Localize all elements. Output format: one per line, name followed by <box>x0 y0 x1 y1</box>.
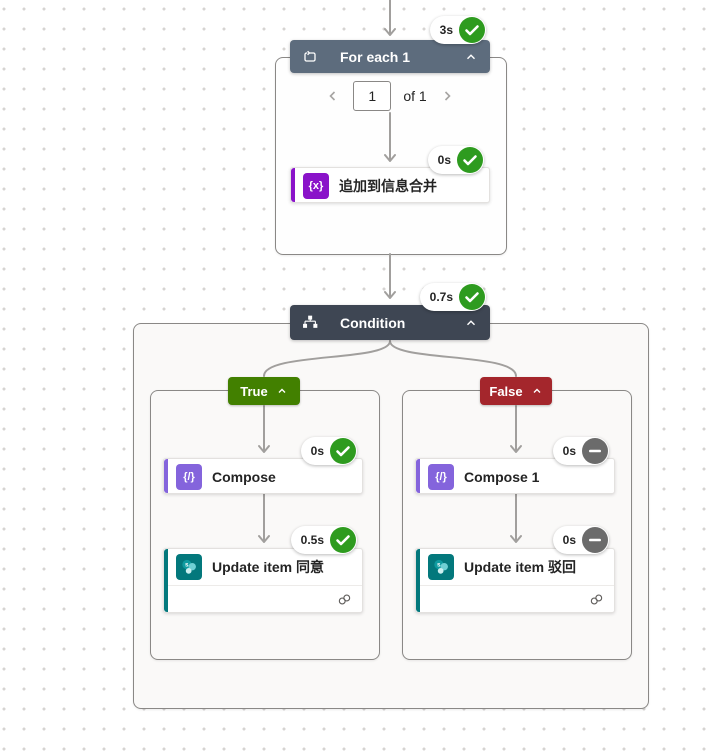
run-status-icon <box>457 147 483 173</box>
foreach-pagination: of 1 <box>275 80 505 112</box>
duration-label: 0s <box>310 444 324 458</box>
action-label: Compose 1 <box>464 469 540 485</box>
false-branch-label[interactable]: False <box>480 377 552 405</box>
duration-label: 0s <box>562 444 576 458</box>
foreach-header[interactable]: For each 1 <box>290 40 490 73</box>
sharepoint-icon: s <box>176 554 202 580</box>
true-branch-label[interactable]: True <box>228 377 300 405</box>
run-status-icon <box>582 438 608 464</box>
collapse-chevron-icon[interactable] <box>464 50 478 64</box>
compose-icon: {/} <box>428 464 454 490</box>
accent-bar <box>164 459 168 493</box>
status-badge-compose-1[interactable]: 0s <box>552 437 609 465</box>
variable-icon: {x} <box>303 173 329 199</box>
status-badge-update-reject[interactable]: 0s <box>552 526 609 554</box>
accent-bar <box>164 549 168 612</box>
accent-bar <box>416 549 420 612</box>
run-status-icon <box>330 438 356 464</box>
false-branch-container <box>402 390 632 660</box>
action-label: Compose <box>212 469 276 485</box>
prev-page-icon[interactable] <box>325 88 341 104</box>
run-status-icon <box>582 527 608 553</box>
action-label: 追加到信息合并 <box>339 178 437 194</box>
status-badge-foreach[interactable]: 3s <box>429 16 486 44</box>
loop-icon <box>302 49 318 65</box>
accent-bar <box>291 168 295 202</box>
collapse-chevron-icon[interactable] <box>531 385 543 397</box>
action-card-update-item-reject[interactable]: s Update item 驳回 <box>415 548 615 613</box>
collapse-chevron-icon[interactable] <box>464 316 478 330</box>
run-status-icon <box>459 17 485 43</box>
true-label-text: True <box>240 383 268 399</box>
status-badge-append[interactable]: 0s <box>427 146 484 174</box>
action-label: Update item 同意 <box>212 559 325 575</box>
duration-label: 0.7s <box>429 290 453 304</box>
condition-title: Condition <box>340 314 406 331</box>
action-card-compose[interactable]: {/} Compose <box>163 458 363 494</box>
status-badge-compose[interactable]: 0s <box>300 437 357 465</box>
next-page-icon[interactable] <box>439 88 455 104</box>
foreach-title: For each 1 <box>340 48 411 65</box>
status-badge-condition[interactable]: 0.7s <box>419 283 486 311</box>
collapse-chevron-icon[interactable] <box>276 385 288 397</box>
true-branch-container <box>150 390 380 660</box>
accent-bar <box>416 459 420 493</box>
false-label-text: False <box>489 383 523 399</box>
run-status-icon <box>459 284 485 310</box>
duration-label: 0.5s <box>300 533 324 547</box>
action-label: Update item 驳回 <box>464 559 577 575</box>
svg-text:s: s <box>185 562 189 569</box>
status-badge-update-approve[interactable]: 0.5s <box>290 526 357 554</box>
sharepoint-icon: s <box>428 554 454 580</box>
duration-label: 0s <box>437 153 451 167</box>
page-number-input[interactable] <box>353 81 392 111</box>
connection-link-icon[interactable] <box>337 592 352 607</box>
connection-link-icon[interactable] <box>589 592 604 607</box>
duration-label: 0s <box>562 533 576 547</box>
svg-text:s: s <box>437 562 441 569</box>
condition-icon <box>302 315 318 331</box>
duration-label: 3s <box>439 23 453 37</box>
page-count-label: of 1 <box>403 88 427 104</box>
run-status-icon <box>330 527 356 553</box>
compose-icon: {/} <box>176 464 202 490</box>
action-card-update-item-approve[interactable]: s Update item 同意 <box>163 548 363 613</box>
